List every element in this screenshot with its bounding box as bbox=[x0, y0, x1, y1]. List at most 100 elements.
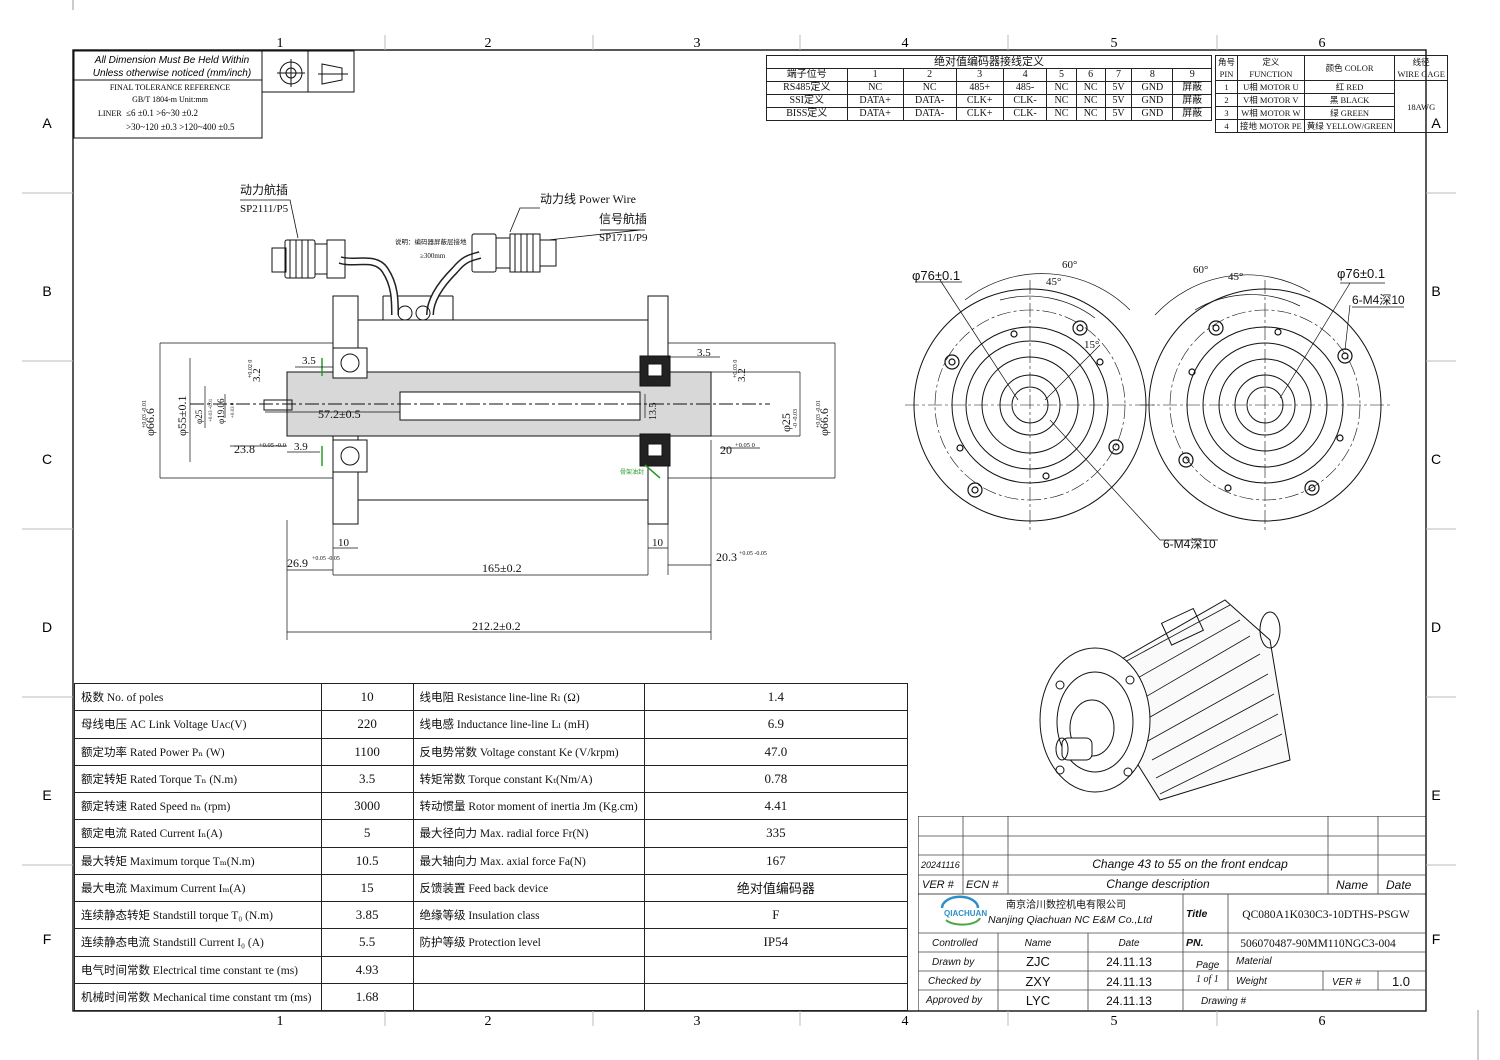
shaft-bore bbox=[399, 391, 641, 421]
shield-note: 说明：编码器屏蔽层接地 bbox=[395, 237, 467, 246]
seal-label: 骨架油封 bbox=[620, 468, 644, 476]
dim-25: φ25 bbox=[194, 409, 204, 424]
table-row: 机械时间常数 Mechanical time constant τm (ms)1… bbox=[74, 982, 909, 1012]
dim-26-9-tol: +0.05 -0.05 bbox=[312, 556, 340, 562]
projection-cone-icon bbox=[318, 63, 348, 85]
table-row: 电气时间常数 Electrical time constant τe (ms)4… bbox=[74, 955, 909, 984]
logo-text: QIACHUAN bbox=[944, 909, 987, 918]
tolerance-block: All Dimension Must Be Held Within Unless… bbox=[73, 50, 355, 139]
cable-length: ≥300mm bbox=[420, 252, 446, 260]
dim-10-left: 10 bbox=[338, 537, 350, 549]
dim-20: 20 bbox=[720, 443, 732, 457]
approved-by-label: Approved by bbox=[925, 995, 983, 1006]
row-label: B bbox=[1431, 283, 1440, 299]
power-plug-label: 动力航插 bbox=[240, 182, 288, 197]
col-label: 1 bbox=[277, 36, 284, 51]
company-logo: QIACHUAN bbox=[940, 895, 987, 926]
end-view-annotations: φ76±0.1 60° 45° 15° 6-M4深10 60° 45° φ76±… bbox=[912, 259, 1405, 551]
left-angle-45: 45° bbox=[1046, 276, 1061, 288]
dim-3-5-left: 3.5 bbox=[302, 355, 316, 367]
ecn-header: ECN # bbox=[966, 879, 999, 891]
col-label: 4 bbox=[902, 1014, 909, 1029]
column-labels: 1 2 3 4 5 6 1 2 3 4 5 6 bbox=[277, 36, 1326, 1029]
dim-26-9: 26.9 bbox=[287, 556, 308, 570]
row-label: E bbox=[1431, 787, 1440, 803]
weight-label: Weight bbox=[1236, 976, 1268, 987]
dim-10-right: 10 bbox=[652, 537, 664, 549]
col-label: 6 bbox=[1319, 36, 1326, 51]
date-col-label: Date bbox=[1118, 938, 1140, 949]
page-value: 1 of 1 bbox=[1196, 974, 1219, 985]
drawn-by-label: Drawn by bbox=[932, 957, 975, 968]
left-angle-60: 60° bbox=[1062, 259, 1077, 271]
signal-plug-label: 信号航插 bbox=[599, 211, 647, 226]
dim-3-2-left-tol: +0.02 0 bbox=[248, 360, 254, 378]
title-value: QC080A1K030C3-10DTHS-PSGW bbox=[1242, 909, 1410, 921]
dim-25-tol: +0.03 -0.01 bbox=[209, 398, 214, 422]
checked-by-label: Checked by bbox=[928, 976, 982, 987]
col-label: 5 bbox=[1111, 36, 1118, 51]
wire-gauge: 18AWG bbox=[1394, 80, 1448, 133]
material-label: Material bbox=[1236, 956, 1272, 967]
dim-19-tol: +0.03 0 bbox=[231, 402, 236, 418]
tolerance-row-1: ≤6 ±0.1 >6~30 ±0.2 bbox=[126, 108, 198, 118]
dim-66-left: φ66.6 bbox=[143, 408, 157, 436]
col-label: 6 bbox=[1319, 1014, 1326, 1029]
power-plug-code: SP2111/P5 bbox=[240, 203, 289, 215]
power-wire-label: 动力线 Power Wire bbox=[540, 192, 636, 206]
dim-20-tol: +0.05 0 bbox=[735, 442, 755, 449]
dim-25-right-tol: -0 -0.03 bbox=[793, 409, 799, 428]
right-holes: 6-M4深10 bbox=[1352, 293, 1405, 307]
sheet-border bbox=[72, 49, 1427, 1012]
dim-3-5-right: 3.5 bbox=[697, 347, 711, 359]
section-annotations: 动力航插 SP2111/P5 动力线 Power Wire 信号航插 SP171… bbox=[142, 182, 831, 633]
name-col-label: Name bbox=[1025, 938, 1052, 949]
dim-66-right: φ66.6 bbox=[817, 408, 831, 436]
dim-66-left-tol: +0.03 -0.01 bbox=[142, 400, 148, 428]
dim-25-right: φ25 bbox=[779, 413, 793, 432]
col-label: 4 bbox=[902, 36, 909, 51]
tolerance-liner: LINER bbox=[98, 109, 122, 118]
desc-header: Change description bbox=[1106, 877, 1210, 891]
row-label: A bbox=[42, 115, 52, 131]
dim-57-2: 57.2±0.5 bbox=[318, 407, 361, 421]
left-holes: 6-M4深10 bbox=[1163, 537, 1216, 551]
dim-66-right-tol: +0.03 -0.01 bbox=[816, 400, 822, 428]
company-en: Nanjing Qiachuan NC E&M Co.,Ltd bbox=[988, 914, 1153, 926]
pn-value: 506070487-90MM110NGC3-004 bbox=[1240, 938, 1396, 950]
row-label: C bbox=[1431, 451, 1441, 467]
approved-by-name: LYC bbox=[1026, 993, 1050, 1008]
checked-by-name: ZXY bbox=[1025, 974, 1051, 989]
row-label: B bbox=[42, 283, 51, 299]
name-header: Name bbox=[1336, 878, 1368, 892]
tolerance-line-4: GB/T 1804-m Unit:mm bbox=[132, 95, 209, 104]
circlip bbox=[644, 464, 661, 479]
rear-bearing-top bbox=[332, 347, 368, 379]
left-dia: φ76±0.1 bbox=[912, 268, 960, 283]
row-label: F bbox=[1432, 931, 1441, 947]
col-label: 1 bbox=[277, 1014, 284, 1029]
dim-23-8-tol: +0.05 -0.0 bbox=[259, 442, 286, 449]
end-view-right bbox=[1140, 274, 1404, 530]
drawing-number-label: Drawing # bbox=[1201, 996, 1246, 1007]
pn-label: PN. bbox=[1186, 937, 1204, 949]
section-view bbox=[159, 199, 836, 640]
dim-212: 212.2±0.2 bbox=[472, 619, 521, 633]
dim-3-2-right-tol: +0.03 0 bbox=[733, 360, 739, 378]
company-cn: 南京洽川数控机电有限公司 bbox=[1006, 898, 1126, 911]
col-label: 2 bbox=[485, 36, 492, 51]
shaft-key bbox=[263, 399, 293, 411]
